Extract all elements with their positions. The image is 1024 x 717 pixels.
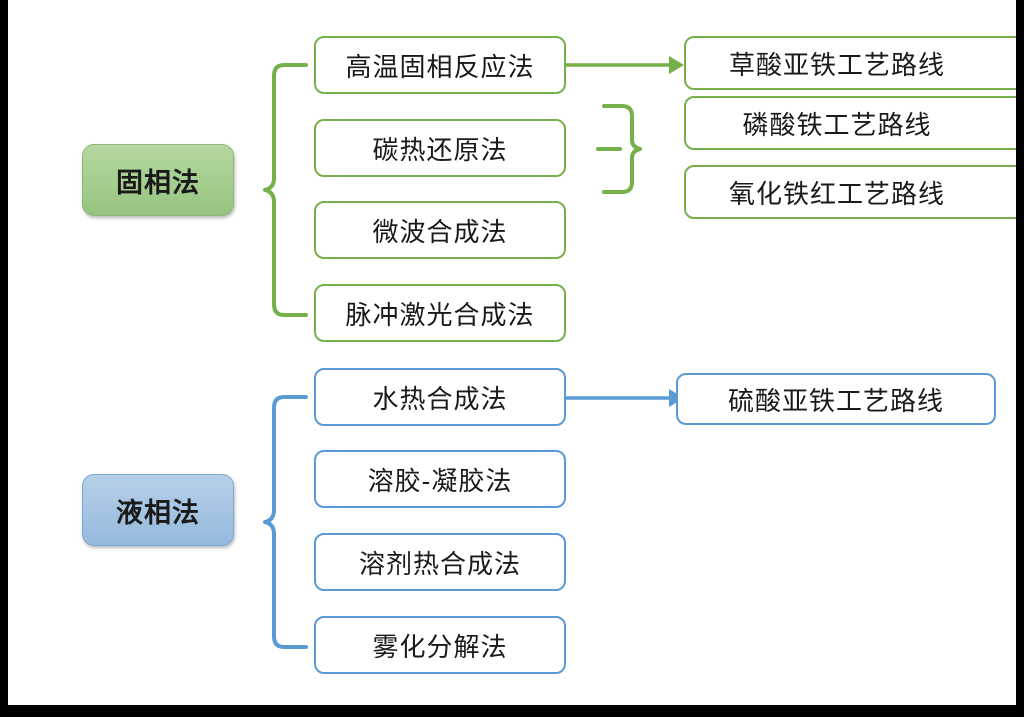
- method-node-microwave-synthesis-label: 微波合成法: [372, 216, 508, 247]
- route-node-ferrous-oxalate[interactable]: 草酸亚铁工艺路线: [684, 36, 1016, 90]
- method-node-spray-decomposition-label: 雾化分解法: [372, 631, 508, 662]
- route-node-ferrous-sulfate-label: 硫酸亚铁工艺路线: [727, 385, 944, 416]
- arrow-hydrothermal-to-ferrous-sulfate: [566, 381, 688, 415]
- method-node-spray-decomposition[interactable]: 雾化分解法: [314, 616, 566, 674]
- method-node-carbothermal-reduction[interactable]: 碳热还原法: [314, 119, 566, 177]
- brace-solid-phase-to-methods: [260, 50, 310, 330]
- method-node-solvothermal-synthesis-label: 溶剂热合成法: [358, 548, 521, 579]
- brace-carbothermal-to-routes: [596, 96, 660, 202]
- method-node-microwave-synthesis[interactable]: 微波合成法: [314, 201, 566, 259]
- root-node-solid-phase[interactable]: 固相法: [82, 144, 234, 216]
- method-node-high-temp-solid-state[interactable]: 高温固相反应法: [314, 36, 566, 94]
- method-node-high-temp-solid-state-label: 高温固相反应法: [345, 51, 535, 82]
- brace-liquid-phase-to-methods: [260, 382, 310, 662]
- method-node-hydrothermal-synthesis[interactable]: 水热合成法: [314, 368, 566, 426]
- method-node-pulsed-laser-synthesis-label: 脉冲激光合成法: [345, 299, 535, 330]
- method-node-hydrothermal-synthesis-label: 水热合成法: [372, 383, 508, 414]
- route-node-ferrous-sulfate[interactable]: 硫酸亚铁工艺路线: [676, 373, 996, 425]
- diagram-canvas: 固相法 高温固相反应法 碳热还原法 微波合成法 脉冲激光合成法 草酸亚铁工艺路线…: [8, 0, 1016, 705]
- route-node-iron-phosphate[interactable]: 磷酸铁工艺路线: [684, 96, 1016, 150]
- root-node-liquid-phase-label: 液相法: [116, 497, 200, 528]
- method-node-sol-gel-label: 溶胶-凝胶法: [367, 465, 513, 496]
- arrow-high-temp-to-ferrous-oxalate: [566, 48, 688, 82]
- route-node-iron-oxide-red[interactable]: 氧化铁红工艺路线: [684, 165, 1016, 219]
- root-node-solid-phase-label: 固相法: [116, 167, 200, 198]
- method-node-pulsed-laser-synthesis[interactable]: 脉冲激光合成法: [314, 284, 566, 342]
- route-node-iron-oxide-red-label: 氧化铁红工艺路线: [728, 178, 945, 209]
- method-node-solvothermal-synthesis[interactable]: 溶剂热合成法: [314, 533, 566, 591]
- method-node-carbothermal-reduction-label: 碳热还原法: [372, 134, 508, 165]
- route-node-iron-phosphate-label: 磷酸铁工艺路线: [742, 109, 932, 140]
- root-node-liquid-phase[interactable]: 液相法: [82, 474, 234, 546]
- method-node-sol-gel[interactable]: 溶胶-凝胶法: [314, 450, 566, 508]
- route-node-ferrous-oxalate-label: 草酸亚铁工艺路线: [728, 49, 945, 80]
